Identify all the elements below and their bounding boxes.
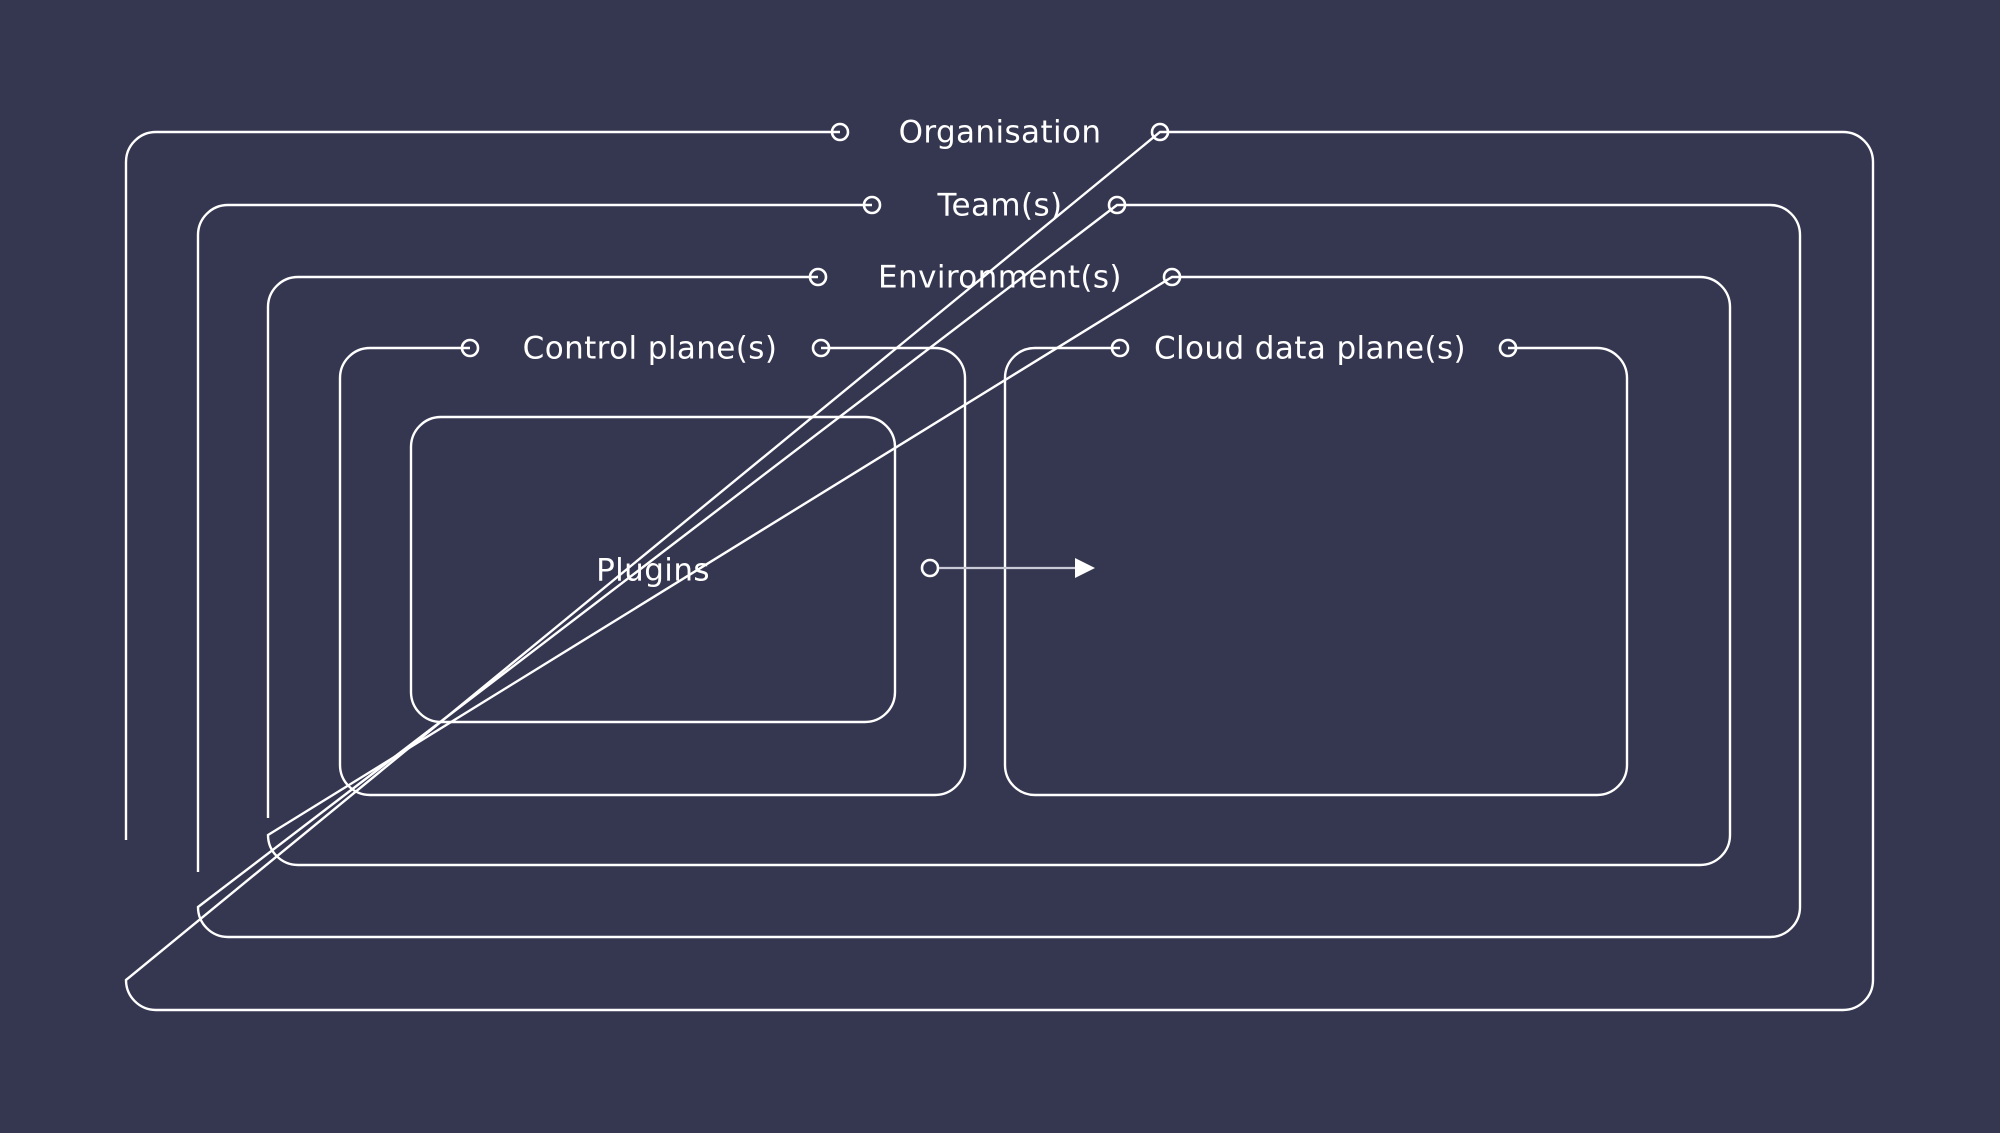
control-plane-boundary[interactable] <box>338 346 967 797</box>
connector-arrowhead-icon <box>1075 558 1095 578</box>
environment-left-connector-icon <box>808 267 828 287</box>
plugins-boundary[interactable] <box>409 415 897 724</box>
layer-control-plane[interactable]: Control plane(s) <box>338 331 967 797</box>
cloud-data-plane-right-connector-icon <box>1498 338 1518 358</box>
team-label: Team(s) <box>936 188 1062 224</box>
organisation-label: Organisation <box>899 115 1102 151</box>
cloud-data-plane-boundary[interactable] <box>1003 346 1629 797</box>
layer-environment[interactable]: Environment(s) <box>266 260 1732 867</box>
node-plugins[interactable]: Plugins <box>409 415 897 724</box>
organisation-right-connector-icon <box>1150 122 1170 142</box>
organisation-left-connector-icon <box>830 122 850 142</box>
connector-plugins-to-cloud-data-plane <box>920 558 1095 578</box>
environment-label: Environment(s) <box>878 260 1122 296</box>
control-plane-right-connector-icon <box>811 338 831 358</box>
team-left-connector-icon <box>862 195 882 215</box>
layer-cloud-data-plane[interactable]: Cloud data plane(s) <box>1003 331 1629 797</box>
team-boundary[interactable] <box>196 203 1802 939</box>
team-right-connector-icon <box>1107 195 1127 215</box>
environment-right-connector-icon <box>1162 267 1182 287</box>
cloud-data-plane-left-connector-icon <box>1110 338 1130 358</box>
connector-source-ring-icon <box>920 558 940 578</box>
organisation-boundary[interactable] <box>124 130 1875 1012</box>
environment-boundary[interactable] <box>266 275 1732 867</box>
control-plane-left-connector-icon <box>460 338 480 358</box>
control-plane-label: Control plane(s) <box>523 331 778 367</box>
cloud-data-plane-label: Cloud data plane(s) <box>1154 331 1466 367</box>
plugins-label: Plugins <box>596 553 710 589</box>
layer-team[interactable]: Team(s) <box>196 188 1802 939</box>
layer-organisation[interactable]: Organisation <box>124 115 1875 1012</box>
